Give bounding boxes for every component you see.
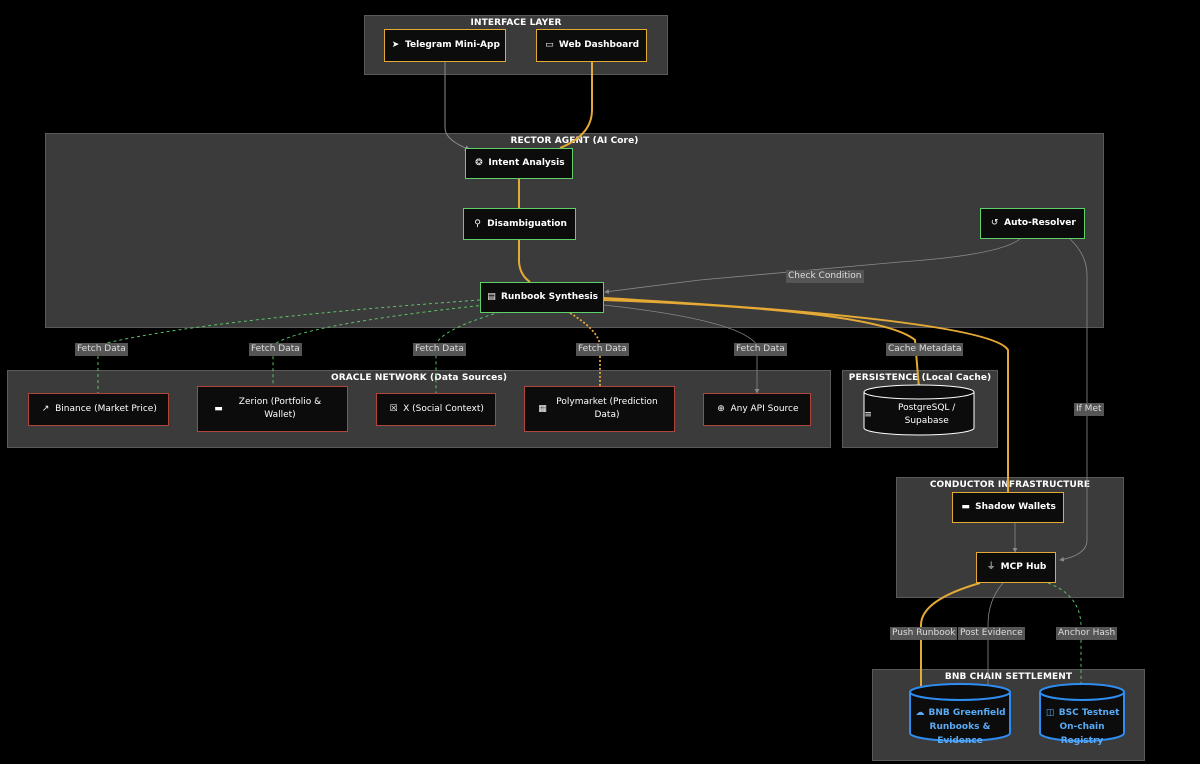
any-api-source-node[interactable]: ⊕ Any API Source <box>703 393 811 426</box>
node-label: Any API Source <box>730 404 799 414</box>
chart-line-icon: ↗ <box>41 404 50 414</box>
mcp-hub-node[interactable]: ⏚ MCP Hub <box>976 552 1056 583</box>
binance-node[interactable]: ↗ Binance (Market Price) <box>28 393 169 426</box>
edge-fetch-zerion <box>272 304 486 386</box>
node-label: Auto-Resolver <box>1004 218 1076 228</box>
scroll-icon: ▤ <box>487 292 496 302</box>
node-label-line1: BNB Greenfield <box>928 708 1006 718</box>
edge-label-anchor-hash: Anchor Hash <box>1056 627 1118 640</box>
edge-fetch-anyapi <box>603 304 760 394</box>
plug-icon: ⏚ <box>986 562 996 572</box>
x-social-node[interactable]: ☒ X (Social Context) <box>376 393 496 426</box>
node-label: Polymarket (Prediction Data) <box>556 397 658 420</box>
web-dashboard-node[interactable]: ▭ Web Dashboard <box>536 29 647 62</box>
edge-label-cache-metadata: Cache Metadata <box>886 343 964 356</box>
bsc-node: ◫ BSC Testnet On-chain Registry <box>1038 706 1126 748</box>
disambiguation-node[interactable]: ⚲ Disambiguation <box>463 208 576 240</box>
node-label: Intent Analysis <box>488 158 565 168</box>
greenfield-cylinder[interactable] <box>908 683 1012 743</box>
wallet-icon: ▬ <box>214 403 223 414</box>
node-label: Web Dashboard <box>558 40 640 50</box>
edge-label-fetch-zerion: Fetch Data <box>249 343 302 356</box>
edge-label-fetch-binance: Fetch Data <box>75 343 128 356</box>
runbook-synthesis-node[interactable]: ▤ Runbook Synthesis <box>480 282 604 313</box>
node-label: Zerion (Portfolio & Wallet) <box>238 397 322 420</box>
postgres-cylinder[interactable] <box>863 384 976 436</box>
edge-label-post-evidence: Post Evidence <box>958 627 1025 640</box>
node-label: Binance (Market Price) <box>55 404 157 414</box>
node-label: MCP Hub <box>1000 562 1047 572</box>
telegram-mini-app-node[interactable]: ➤ Telegram Mini-App <box>384 29 506 62</box>
edge-runbook-shadow <box>603 297 1009 492</box>
node-label-line2: On-chain Registry <box>1059 722 1105 746</box>
monitor-icon: ▭ <box>545 40 554 50</box>
edge-web-intent <box>559 62 593 149</box>
edge-label-fetch-polymarket: Fetch Data <box>576 343 629 356</box>
edge-anchor-hash <box>1047 582 1082 686</box>
edge-label-if-met: If Met <box>1074 403 1104 416</box>
node-label: Runbook Synthesis <box>500 292 599 302</box>
group-title: INTERFACE LAYER <box>470 18 562 28</box>
cube-icon: ◫ <box>1045 708 1055 718</box>
node-label-line1: BSC Testnet <box>1058 708 1120 718</box>
node-label-line2: Runbooks & Evidence <box>929 722 991 746</box>
edge-label-check-condition: Check Condition <box>786 270 864 283</box>
zerion-node[interactable]: ▬ Zerion (Portfolio & Wallet) <box>197 386 348 432</box>
group-title: PERSISTENCE (Local Cache) <box>848 373 992 383</box>
edge-telegram-intent <box>444 62 471 151</box>
edge-disamb-runbook <box>518 240 531 283</box>
postgres-node: ≡ PostgreSQL / Supabase <box>863 402 976 428</box>
intent-analysis-node[interactable]: ❂ Intent Analysis <box>465 148 573 179</box>
node-label: Shadow Wallets <box>975 502 1056 512</box>
plus-circle-icon: ⊕ <box>717 404 725 414</box>
group-title: CONDUCTOR INFRASTRUCTURE <box>929 480 1091 490</box>
group-title: BNB CHAIN SETTLEMENT <box>944 672 1073 682</box>
bar-chart-icon: ▦ <box>538 403 547 414</box>
bsc-cylinder[interactable] <box>1038 683 1126 743</box>
edge-label-fetch-x: Fetch Data <box>413 343 466 356</box>
search-icon: ⚲ <box>474 218 481 229</box>
node-label: PostgreSQL / Supabase <box>898 403 956 426</box>
edge-auto-runbook <box>604 238 1021 294</box>
polymarket-node[interactable]: ▦ Polymarket (Prediction Data) <box>524 386 675 432</box>
edge-auto-mcp <box>1059 238 1088 562</box>
wallet-icon: ▬ <box>961 502 970 512</box>
x-icon: ☒ <box>389 404 398 414</box>
node-label: Disambiguation <box>487 218 567 229</box>
node-label: X (Social Context) <box>403 404 484 414</box>
node-label: Telegram Mini-App <box>405 40 500 50</box>
edge-label-push-runbook: Push Runbook <box>890 627 958 640</box>
paper-plane-icon: ➤ <box>391 40 400 50</box>
greenfield-node: ☁ BNB Greenfield Runbooks & Evidence <box>908 706 1012 748</box>
brain-icon: ❂ <box>475 158 483 168</box>
history-icon: ↺ <box>990 218 999 228</box>
cloud-icon: ☁ <box>915 708 925 718</box>
auto-resolver-node[interactable]: ↺ Auto-Resolver <box>980 208 1085 239</box>
edge-push-runbook <box>920 582 981 686</box>
shadow-wallets-node[interactable]: ▬ Shadow Wallets <box>952 492 1064 523</box>
edge-label-fetch-anyapi: Fetch Data <box>734 343 787 356</box>
group-title: ORACLE NETWORK (Data Sources) <box>330 373 508 383</box>
database-icon: ≡ <box>864 409 872 420</box>
